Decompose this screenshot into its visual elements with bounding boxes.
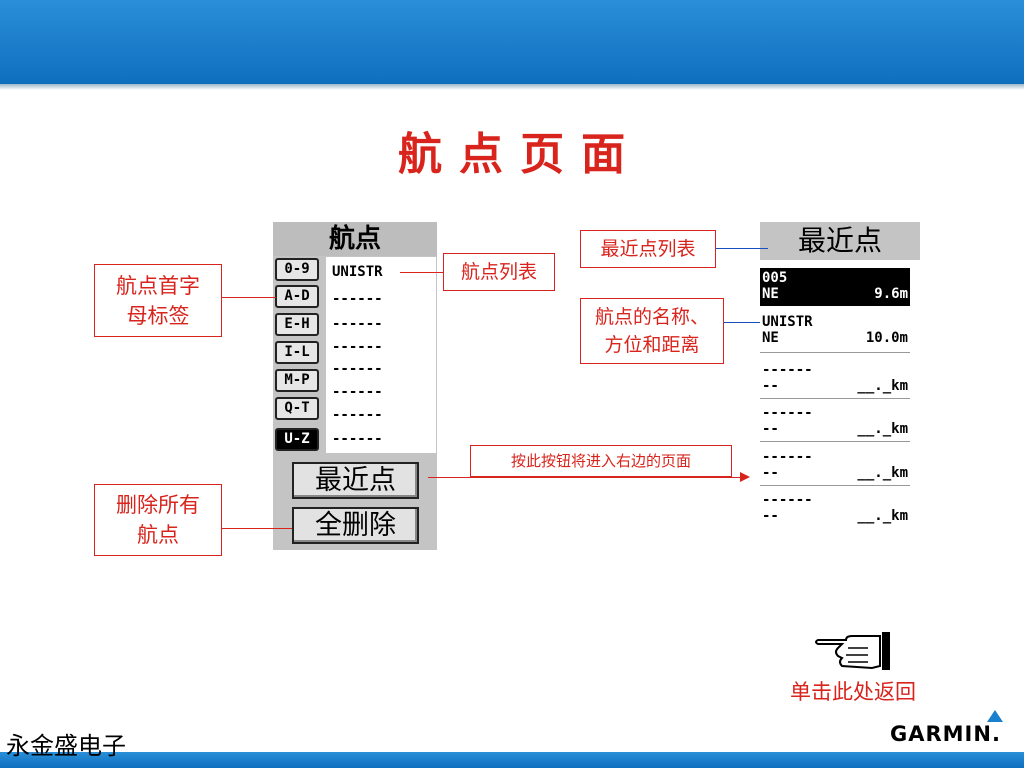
list-item[interactable]: ------ [332,291,383,307]
tab-i-l[interactable]: I-L [275,341,319,364]
company-name: 永金盛电子 [6,732,126,760]
waypoint-distance: __._km [857,508,908,524]
table-row[interactable]: ------ -- __._km [760,405,910,439]
row-divider [760,398,910,399]
garmin-triangle-icon [987,710,1003,722]
waypoint-name: ------ [762,492,813,508]
nearest-button[interactable]: 最近点 [292,462,419,499]
table-row[interactable]: ------ -- __._km [760,362,910,396]
waypoint-bearing: NE [762,286,779,302]
connector-button [428,477,742,478]
header-shadow [0,84,1024,90]
page-title: 航 点 页 面 [397,129,627,180]
list-item[interactable]: ------ [332,407,383,423]
back-link[interactable]: 单击此处返回 [790,680,916,704]
header-bar [0,0,1024,84]
callout-name: 航点的名称、 方位和距离 [580,298,724,364]
waypoint-distance: 9.6m [874,286,908,302]
list-item[interactable]: ------ [332,339,383,355]
row-divider [760,352,910,353]
arrow-right-icon [740,472,750,482]
callout-nearest-list: 最近点列表 [580,230,716,268]
row-divider [760,441,910,442]
tab-e-h[interactable]: E-H [275,313,319,336]
list-item[interactable]: ------ [332,384,383,400]
nearest-screen-title: 最近点 [760,222,920,260]
list-item[interactable]: UNISTR [332,264,383,280]
table-row[interactable]: UNISTR NE 10.0m [760,314,910,348]
delete-all-button[interactable]: 全删除 [292,507,419,544]
list-item[interactable]: ------ [332,361,383,377]
waypoint-distance: __._km [857,421,908,437]
tab-u-z[interactable]: U-Z [275,428,319,451]
waypoint-bearing: -- [762,465,779,481]
garmin-logo: GARMIN. [890,722,1001,746]
tab-0-9[interactable]: 0-9 [275,258,319,281]
waypoint-screen-title: 航点 [273,222,437,256]
table-row[interactable]: ------ -- __._km [760,449,910,483]
pointing-hand-icon[interactable] [812,628,894,674]
waypoint-distance: __._km [857,465,908,481]
waypoint-name: 005 [762,270,788,286]
waypoint-name: ------ [762,405,813,421]
connector-tabs [222,297,276,298]
callout-delete: 删除所有 航点 [94,484,222,556]
waypoint-distance: 10.0m [865,330,908,346]
list-item[interactable]: ------ [332,316,383,332]
tab-m-p[interactable]: M-P [275,369,319,392]
waypoint-bearing: -- [762,508,779,524]
waypoint-name: ------ [762,449,813,465]
waypoint-bearing: -- [762,378,779,394]
waypoint-distance: __._km [857,378,908,394]
footer-bar [0,752,1024,768]
waypoint-bearing: -- [762,421,779,437]
connector-nearest-list [716,248,768,249]
connector-delete [222,528,292,529]
waypoint-name: UNISTR [762,314,813,330]
connector-name [724,322,760,323]
callout-tabs: 航点首字 母标签 [94,264,222,337]
table-row[interactable]: ------ -- __._km [760,492,910,526]
row-divider [760,485,910,486]
waypoint-list [326,257,436,453]
list-item[interactable]: ------ [332,431,383,447]
waypoint-bearing: NE [762,330,779,346]
connector-list [400,272,443,273]
table-row[interactable]: 005 NE 9.6m [760,268,910,306]
waypoint-name: ------ [762,362,813,378]
callout-list: 航点列表 [443,253,555,291]
tab-a-d[interactable]: A-D [275,285,319,308]
tab-q-t[interactable]: Q-T [275,397,319,420]
callout-button: 按此按钮将进入右边的页面 [470,445,732,477]
